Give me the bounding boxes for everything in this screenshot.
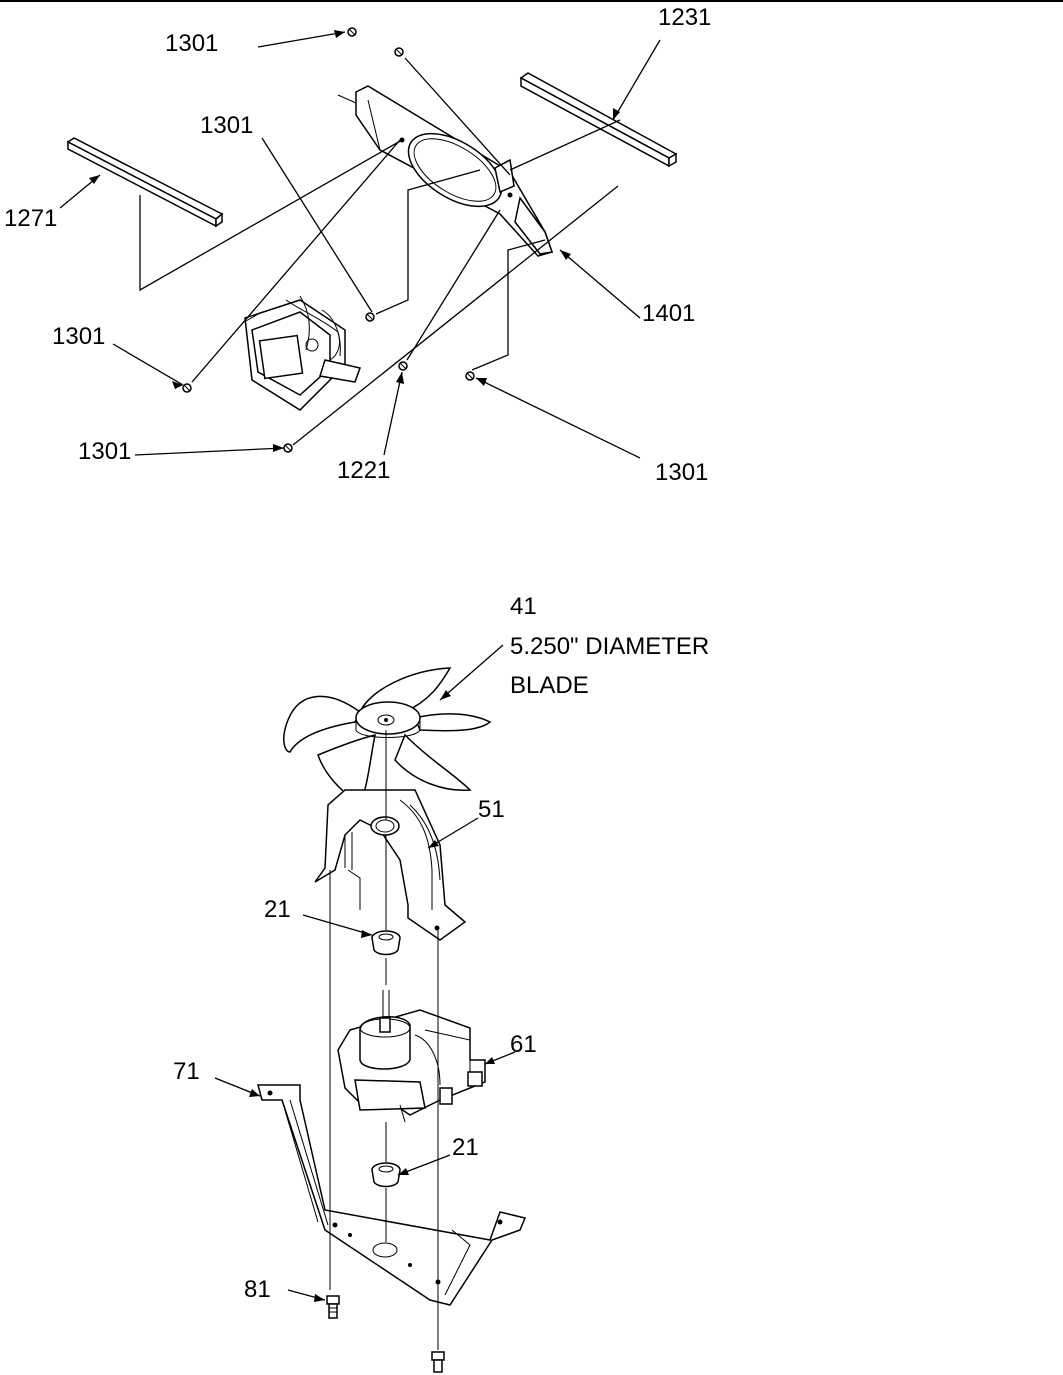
screw-1301-top	[347, 27, 357, 37]
screw-1301-bottom	[283, 443, 293, 453]
screw-1221	[398, 361, 408, 371]
callout-71: 71	[173, 1058, 200, 1085]
callout-1301-mid: 1301	[200, 112, 253, 139]
callout-1301-left: 1301	[52, 323, 105, 350]
lower-leader-lines	[214, 644, 516, 1302]
callout-21-top: 21	[264, 896, 291, 923]
callout-1231: 1231	[658, 4, 711, 31]
fan-shroud-1401	[337, 85, 554, 257]
upper-leader-lines	[59, 30, 661, 459]
bracket-51	[314, 789, 467, 941]
grommet-21-bottom	[371, 1162, 401, 1188]
screw-1301-mid	[365, 312, 375, 322]
screw-81	[326, 1295, 340, 1319]
callout-51: 51	[478, 796, 505, 823]
blade-name: BLADE	[510, 672, 589, 699]
callout-1271: 1271	[4, 205, 57, 232]
motor-61	[337, 990, 486, 1123]
screw-upper-shroud	[394, 47, 404, 57]
callout-1301-right: 1301	[655, 459, 708, 486]
blade-size: 5.250" DIAMETER	[510, 633, 709, 660]
callout-61: 61	[510, 1031, 537, 1058]
callout-1301-bottom: 1301	[78, 438, 131, 465]
bracket-71	[257, 1084, 527, 1306]
screw-1301-left	[182, 383, 192, 393]
motor-assembly-small	[243, 295, 361, 411]
rail-1271	[66, 137, 224, 228]
screw-1301-right	[465, 371, 475, 381]
callout-1301-top: 1301	[165, 30, 218, 57]
callout-81: 81	[244, 1276, 271, 1303]
upper-assembly: 1301 1231 1301 1271 1401 1301 1301 1221 …	[4, 4, 711, 486]
grommet-21-top	[371, 930, 401, 956]
rail-1231	[519, 72, 678, 168]
callout-1221: 1221	[337, 457, 390, 484]
lower-assembly: 41 5.250" DIAMETER BLADE 51 21 61 71 21 …	[173, 593, 709, 1373]
callout-21-bottom: 21	[452, 1134, 479, 1161]
blade-part-number: 41	[510, 593, 537, 620]
fan-blade-41	[283, 667, 492, 807]
screw-bottom	[431, 1351, 445, 1373]
callout-1401: 1401	[642, 300, 695, 327]
lower-assembly-lines	[329, 730, 439, 1350]
